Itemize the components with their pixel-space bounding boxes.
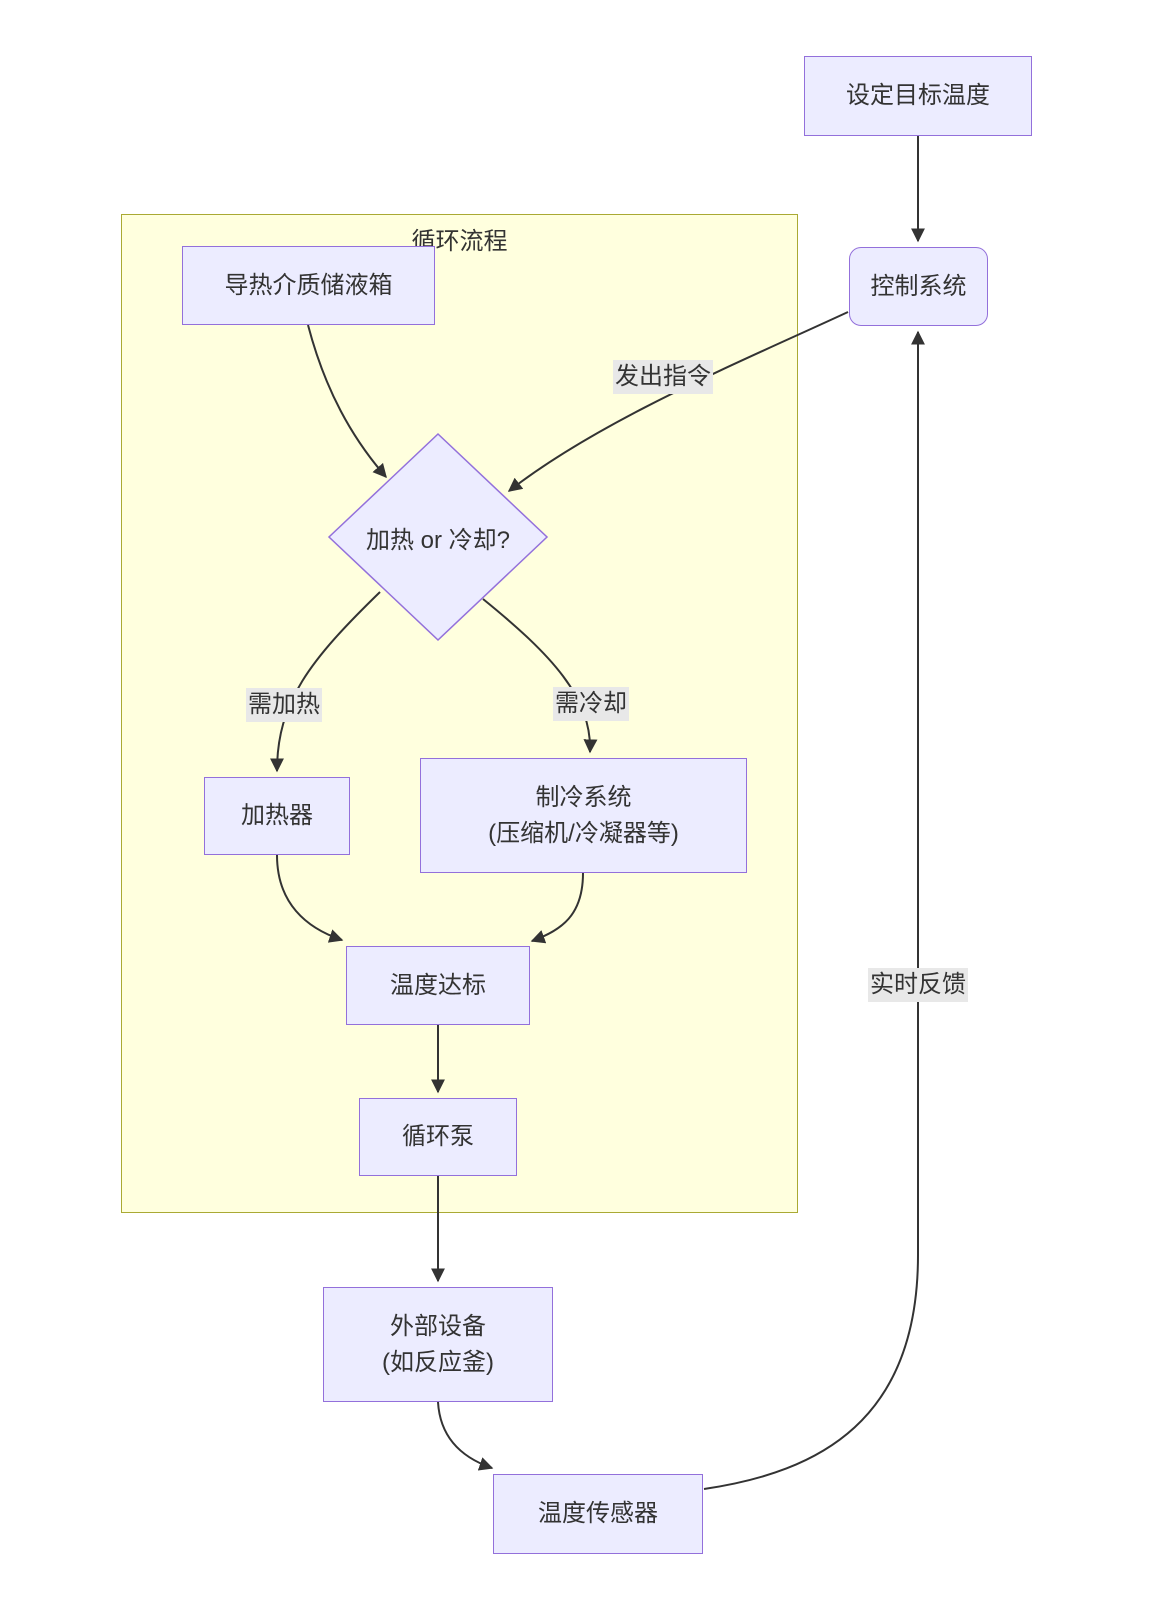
node-circulation-pump-label: 循环泵 — [402, 1123, 474, 1150]
node-medium-tank: 导热介质储液箱 — [182, 246, 435, 325]
node-cooling-system-label-line1: 制冷系统 — [535, 783, 632, 811]
node-temp-reached: 温度达标 — [346, 946, 530, 1025]
node-decision-label: 加热 or 冷却? — [365, 526, 511, 554]
node-circulation-pump: 循环泵 — [359, 1098, 517, 1176]
node-heater-label: 加热器 — [241, 802, 313, 829]
node-external-equipment-label-line1: 外部设备 — [390, 1312, 486, 1340]
node-decision-heat-or-cool: 加热 or 冷却? — [328, 517, 548, 557]
edge-label-realtime-feedback: 实时反馈 — [868, 968, 968, 1002]
edge-external-to-sensor — [437, 1401, 494, 1471]
node-temp-reached-label: 温度达标 — [390, 971, 486, 999]
node-control-system-label: 控制系统 — [870, 272, 967, 300]
edge-label-need-heating: 需加热 — [246, 688, 322, 722]
node-cooling-system-label-line2: (压缩机/冷凝器等) — [488, 819, 679, 847]
node-set-target-temp-label: 设定目标温度 — [846, 82, 990, 109]
node-cooling-system: 制冷系统 (压缩机/冷凝器等) — [420, 758, 747, 873]
node-medium-tank-label: 导热介质储液箱 — [224, 271, 393, 299]
node-temp-sensor-label: 温度传感器 — [538, 1500, 658, 1527]
edge-cooler-to-reached — [530, 872, 584, 944]
node-temp-sensor: 温度传感器 — [493, 1474, 703, 1554]
edge-label-issue-command: 发出指令 — [613, 360, 713, 394]
node-external-equipment-label-line2: (如反应釜) — [382, 1348, 494, 1376]
edge-tank-to-decision — [307, 324, 387, 479]
node-heater: 加热器 — [204, 777, 350, 855]
edge-label-need-cooling: 需冷却 — [553, 687, 629, 721]
node-set-target-temp: 设定目标温度 — [804, 56, 1032, 136]
edge-control-to-decision — [507, 311, 849, 492]
node-control-system: 控制系统 — [849, 247, 988, 326]
edge-heater-to-reached — [276, 854, 344, 943]
decision-diamond-shape — [327, 432, 549, 642]
node-external-equipment: 外部设备 (如反应釜) — [323, 1287, 553, 1402]
edge-decision-to-cooler — [482, 598, 598, 754]
edge-decision-to-heater — [270, 591, 381, 773]
edge-sensor-to-control-feedback — [703, 330, 925, 1490]
